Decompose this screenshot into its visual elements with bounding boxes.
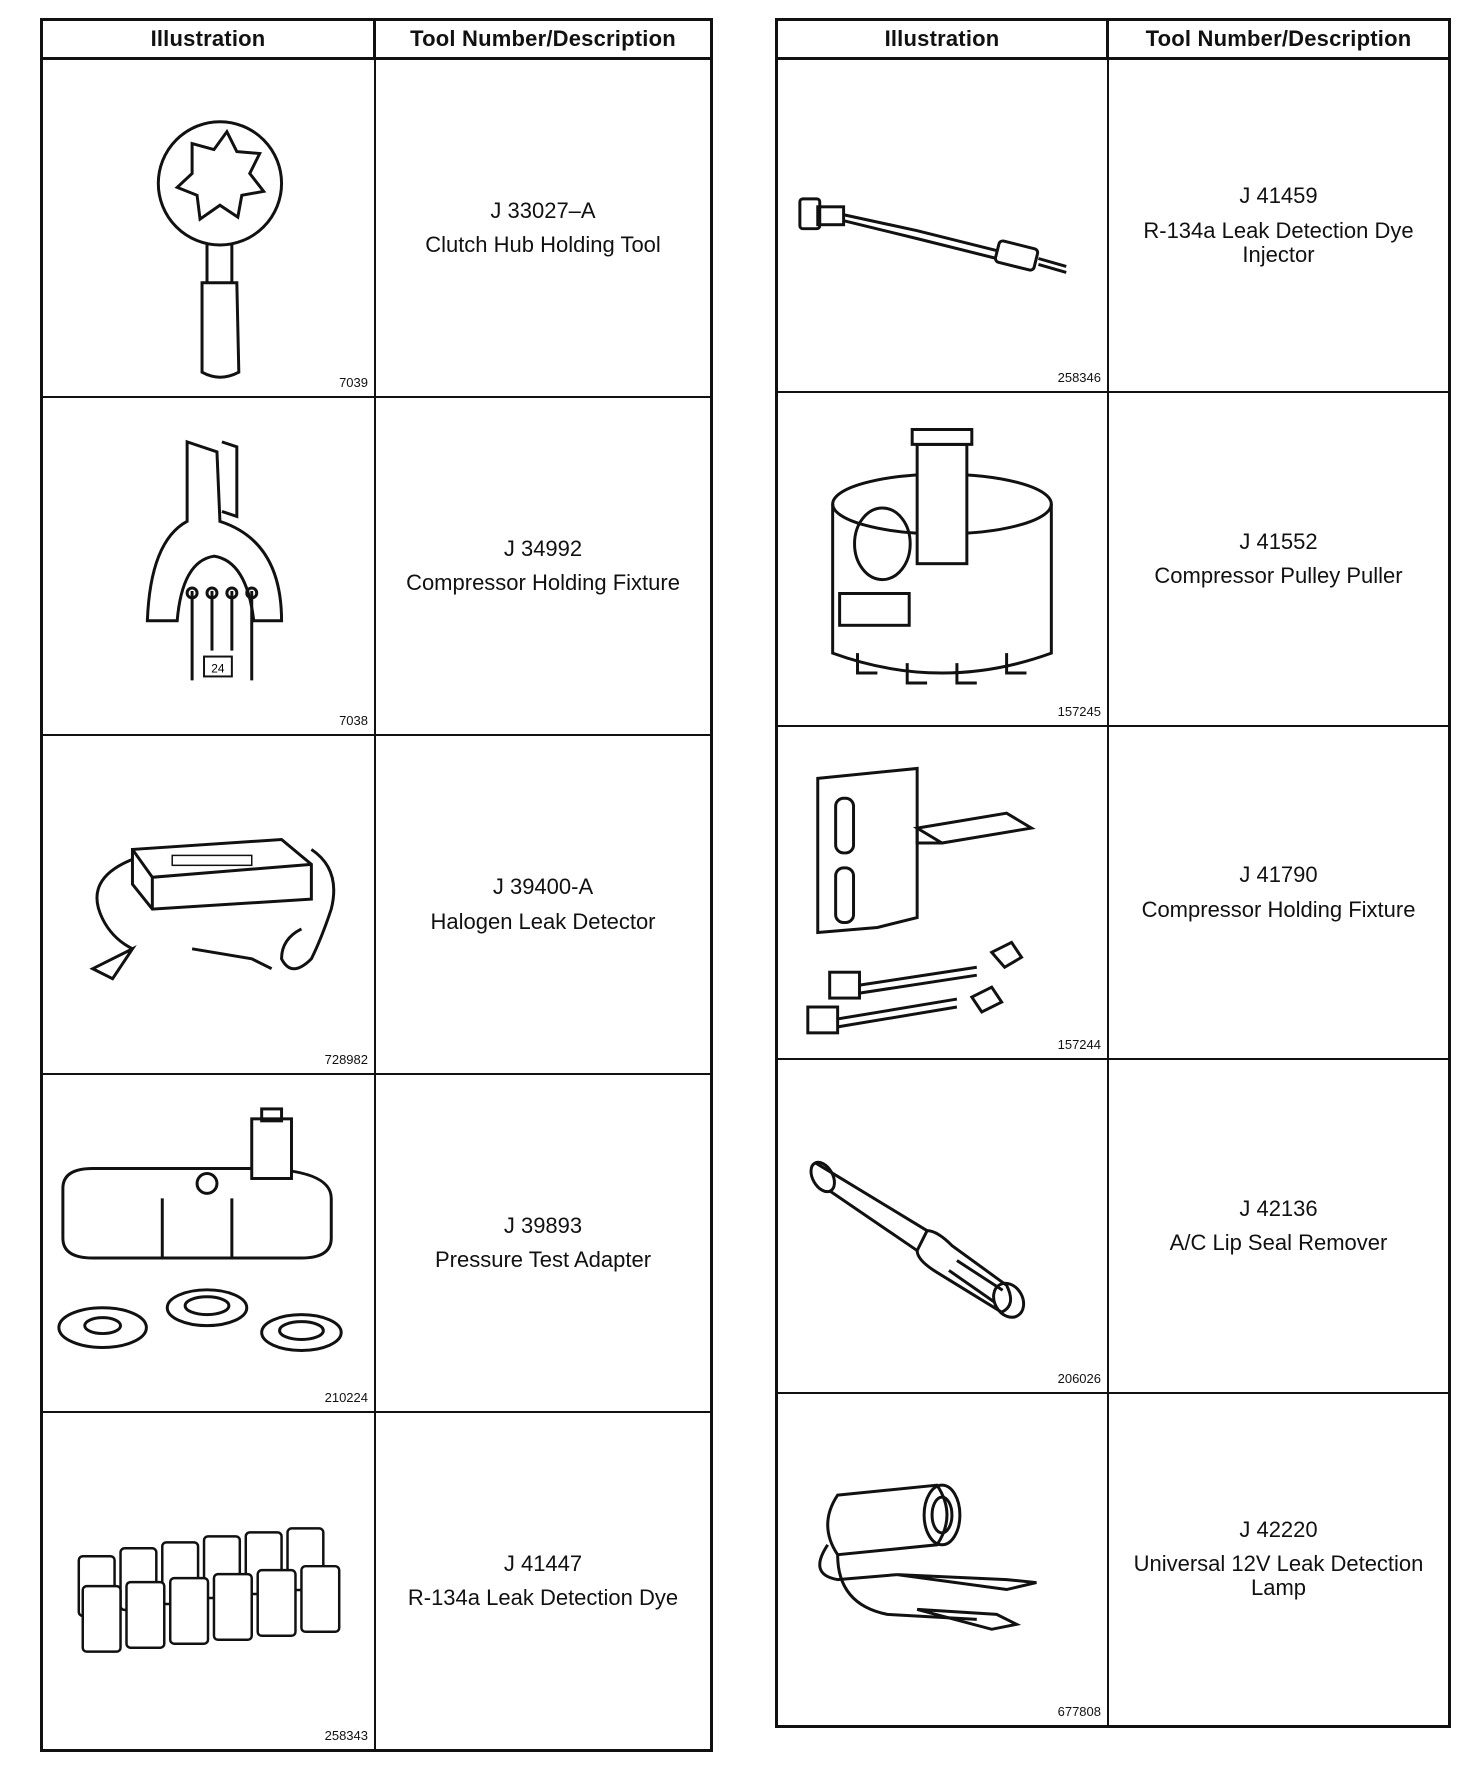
illustration-cell: 258346	[778, 60, 1109, 392]
figure-number: 677808	[1057, 1704, 1101, 1720]
illustration-column-header: Illustration	[43, 21, 376, 57]
pressure-test-adapter-icon	[57, 1107, 343, 1352]
right-tool-table: Illustration Tool Number/Description 258…	[775, 18, 1451, 1728]
tool-number: J 39893	[503, 1212, 583, 1238]
table-header: Illustration Tool Number/Description	[43, 21, 710, 60]
tool-description: Universal 12V Leak Detection Lamp	[1133, 1551, 1424, 1601]
illustration-cell: 258343	[43, 1412, 376, 1750]
tool-description: R-134a Leak Detection Dye Injector	[1143, 217, 1414, 267]
table-row: 210224 J 39893 Pressure Test Adapter	[43, 1074, 710, 1413]
illustration-cell: 24 7038	[43, 398, 376, 735]
table-row: 728982 J 39400-A Halogen Leak Detector	[43, 736, 710, 1075]
tool-number: J 33027–A	[490, 197, 596, 223]
tool-number: J 41552	[1239, 528, 1318, 554]
figure-number: 210224	[324, 1389, 368, 1405]
tool-number: J 42220	[1239, 1517, 1318, 1543]
table-row: 24 7038 J 34992 Compressor Holding Fixtu…	[43, 398, 710, 737]
figure-number: 7039	[339, 375, 368, 391]
clutch-hub-holding-tool-icon	[156, 120, 284, 379]
tool-description-cell: J 42136 A/C Lip Seal Remover	[1109, 1060, 1448, 1391]
leak-detection-lamp-icon	[818, 1483, 1037, 1631]
tool-number: J 41790	[1239, 862, 1318, 888]
tool-number: J 39400-A	[492, 874, 594, 900]
tool-number: J 41447	[503, 1550, 583, 1576]
figure-number: 157244	[1057, 1037, 1101, 1053]
compressor-holding-fixture-icon: 24	[145, 439, 284, 681]
illustration-column-header: Illustration	[778, 21, 1109, 57]
illustration-cell: 157244	[778, 726, 1109, 1059]
figure-number: 157245	[1057, 703, 1101, 719]
figure-number: 7038	[339, 713, 368, 729]
dye-bottles-icon	[77, 1526, 341, 1653]
tool-column-header: Tool Number/Description	[410, 26, 676, 51]
inset-label: 24	[211, 662, 225, 676]
tool-description-cell: J 41447 R-134a Leak Detection Dye	[376, 1413, 710, 1749]
table-row: 157245 J 41552 Compressor Pulley Puller	[778, 393, 1448, 727]
tool-description-cell: J 41459 R-134a Leak Detection Dye Inject…	[1109, 60, 1448, 391]
tool-description-cell: J 33027–A Clutch Hub Holding Tool	[376, 60, 710, 396]
figure-number: 206026	[1057, 1370, 1101, 1386]
tool-description: Compressor Holding Fixture	[406, 570, 680, 596]
tool-number: J 41459	[1239, 183, 1318, 209]
illustration-cell: 728982	[43, 736, 376, 1073]
tool-column-header: Tool Number/Description	[1145, 26, 1412, 51]
tool-number: J 42136	[1239, 1195, 1318, 1221]
illustration-cell: 677808	[778, 1393, 1109, 1726]
table-row: 258343 J 41447 R-134a Leak Detection Dye	[43, 1412, 710, 1750]
table-row: 677808 J 42220 Universal 12V Leak Detect…	[778, 1393, 1448, 1726]
halogen-leak-detector-icon	[89, 838, 336, 981]
pulley-puller-icon	[831, 428, 1053, 685]
lip-seal-remover-icon	[809, 1161, 1026, 1319]
holding-fixture-bracket-icon	[806, 766, 1036, 1035]
table-row: 258346 J 41459 R-134a Leak Detection Dye…	[778, 60, 1448, 394]
figure-number: 258346	[1057, 370, 1101, 386]
tool-description: Compressor Pulley Puller	[1154, 563, 1403, 589]
illustration-cell: 210224	[43, 1074, 376, 1411]
table-row: 206026 J 42136 A/C Lip Seal Remover	[778, 1060, 1448, 1394]
tool-number: J 34992	[503, 536, 583, 562]
tool-description: Clutch Hub Holding Tool	[425, 232, 661, 258]
table-header: Illustration Tool Number/Description	[778, 21, 1448, 60]
figure-number: 258343	[324, 1728, 368, 1744]
tool-description: R-134a Leak Detection Dye	[407, 1584, 679, 1610]
tool-description: Pressure Test Adapter	[434, 1246, 652, 1272]
tool-description-cell: J 39400-A Halogen Leak Detector	[376, 736, 710, 1072]
tool-description-cell: J 39893 Pressure Test Adapter	[376, 1075, 710, 1411]
tool-description-cell: J 34992 Compressor Holding Fixture	[376, 398, 710, 734]
illustration-cell: 206026	[778, 1060, 1109, 1392]
tool-description: A/C Lip Seal Remover	[1169, 1229, 1388, 1255]
left-tool-table: Illustration Tool Number/Description 703…	[40, 18, 713, 1752]
dye-injector-icon	[798, 197, 1067, 274]
illustration-cell: 157245	[778, 393, 1109, 725]
tool-description: Halogen Leak Detector	[430, 908, 656, 934]
tool-description-cell: J 41552 Compressor Pulley Puller	[1109, 393, 1448, 724]
illustration-cell: 7039	[43, 60, 376, 397]
tool-description: Compressor Holding Fixture	[1141, 896, 1416, 922]
tool-description-cell: J 42220 Universal 12V Leak Detection Lam…	[1109, 1394, 1448, 1725]
tool-description-cell: J 41790 Compressor Holding Fixture	[1109, 727, 1448, 1058]
figure-number: 728982	[324, 1051, 368, 1067]
table-row: 157244 J 41790 Compressor Holding Fixtur…	[778, 726, 1448, 1061]
table-row: 7039 J 33027–A Clutch Hub Holding Tool	[43, 60, 710, 399]
